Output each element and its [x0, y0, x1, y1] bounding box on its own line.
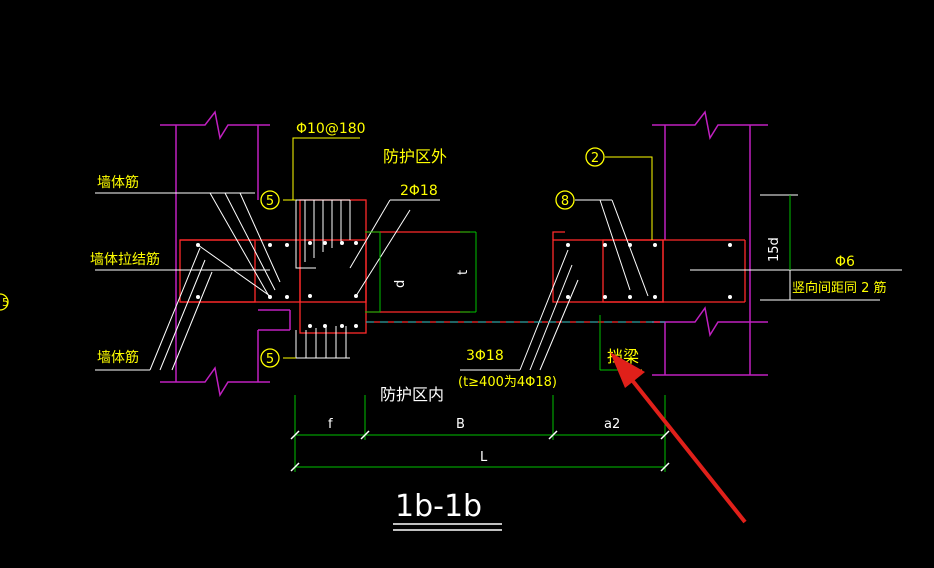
section-title: 1b-1b	[395, 489, 482, 524]
two-phi18-label: 2Φ18	[400, 183, 438, 199]
circle-8-label: 8	[561, 194, 569, 209]
stirrup-bundle-bottom	[295, 326, 350, 359]
leader-lines	[95, 192, 902, 371]
phi6-label: Φ6	[835, 254, 855, 270]
t-note-label: (t≥400为4Φ18)	[458, 375, 557, 390]
partial-circle-label: 5	[2, 296, 9, 309]
dim-f-label: f	[328, 417, 333, 432]
circle-2-label: 2	[591, 151, 599, 166]
wall-outline-right	[652, 110, 768, 376]
vertical-spacing-label: 竖向间距同 2 筋	[792, 280, 887, 296]
circle-5-bottom-label: 5	[266, 352, 274, 367]
wall-bar-bottom-label: 墙体筋	[97, 349, 139, 366]
partial-circle-marker	[0, 293, 9, 311]
wall-outline-left	[160, 110, 291, 398]
wall-bar-top-label: 墙体筋	[97, 174, 139, 191]
bar-dots	[196, 241, 732, 328]
circle-markers	[260, 147, 605, 368]
dim-a2-label: a2	[604, 417, 620, 432]
outside-zone-label: 防护区外	[383, 147, 447, 166]
rebar-main	[179, 199, 746, 334]
dim-B-label: B	[456, 417, 465, 432]
three-phi18-label: 3Φ18	[466, 348, 504, 364]
dim-L-label: L	[480, 450, 488, 465]
dim-lines	[294, 195, 791, 472]
dim-ticks	[290, 430, 670, 472]
inside-zone-label: 防护区内	[380, 385, 444, 404]
annotation-arrow	[610, 352, 747, 524]
circle-5-top-label: 5	[266, 194, 274, 209]
phi10-180-label: Φ10@180	[296, 121, 366, 137]
t-dim-label: t	[456, 270, 471, 275]
yellow-leaders	[283, 137, 653, 371]
fifteen-d-label: 15d	[767, 237, 782, 262]
wall-tie-bar-label: 墙体拉结筋	[90, 251, 160, 268]
stirrup-bundle-top	[295, 199, 351, 269]
d-dim-label: d	[393, 280, 408, 288]
